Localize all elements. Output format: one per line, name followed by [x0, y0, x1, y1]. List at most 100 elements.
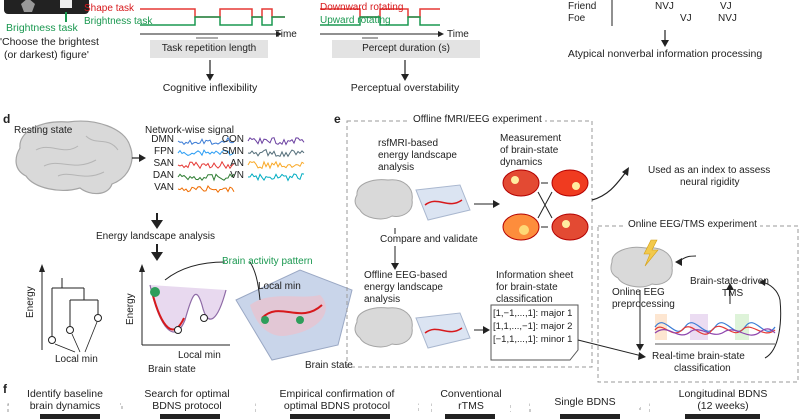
signal-trace-con	[247, 136, 305, 146]
step-2-line-1: Search for optimal	[144, 388, 230, 400]
arrow-e1-head-icon	[493, 200, 500, 208]
pattern-label: Brain activity pattern	[222, 256, 313, 267]
tms-1: Brain-state-driven	[690, 276, 769, 287]
arrow-d3-head-icon	[151, 252, 163, 261]
arrow-loop	[761, 281, 782, 359]
task-desc-1: 'Choose the brightest	[0, 36, 99, 48]
energy-curve-highlight	[151, 291, 185, 331]
sheet-2: [1,1,...,−1]: major 2	[493, 321, 573, 332]
info-sheet	[490, 304, 579, 361]
perceptual-label: Perceptual overstability	[350, 82, 460, 94]
step-2-line-2: BDNS protocol	[132, 400, 242, 413]
task-label: Brightness task	[6, 22, 78, 34]
bright-square-icon	[60, 0, 72, 8]
signal-label: Network-wise signal	[145, 125, 234, 136]
task-desc-2: (or darkest) figure'	[4, 49, 89, 61]
step-4-line-1: Conventional	[440, 388, 502, 400]
bar-chip	[445, 414, 495, 419]
sheet-3: [−1,1,...,1]: minor 1	[493, 334, 573, 345]
step-3-line-2: optimal BDNS protocol	[256, 400, 418, 413]
heat-spot	[562, 220, 570, 228]
friend-v2: VJ	[720, 1, 732, 12]
heat-brain	[551, 169, 589, 197]
energy-label: Energy	[25, 286, 36, 318]
rsfmri-2: energy landscape	[378, 150, 457, 161]
shape-trace	[140, 8, 285, 18]
pattern-arrow	[249, 261, 261, 301]
arrow-up-head-icon	[726, 283, 734, 290]
repetition-box	[150, 40, 268, 58]
up-trace	[320, 16, 440, 26]
rsfmri-1: rsfMRI-based	[378, 138, 439, 149]
ball-icon	[296, 316, 304, 324]
minimum-marker	[200, 314, 208, 322]
local-min-label-3: Local min	[258, 281, 301, 292]
leaf-node	[48, 336, 56, 344]
network-label-an: AN	[230, 158, 244, 169]
time-arrow-2-icon	[438, 31, 444, 37]
pointer-line	[84, 321, 98, 353]
local-min-label-2: Local min	[178, 350, 221, 361]
info-3: classification	[496, 294, 553, 305]
meas-2: of brain-state	[500, 145, 559, 156]
energy-axis-head-icon	[39, 264, 45, 272]
step-5-line-1: Single BDNS	[530, 396, 640, 409]
brain-eeg	[354, 307, 413, 348]
energy-curve	[149, 284, 227, 333]
arrow-index-head-icon	[622, 167, 629, 176]
network-signals	[177, 136, 305, 194]
bar-chip	[685, 414, 760, 419]
panel-d-letter: d	[3, 112, 11, 126]
step-6-line-2: (12 weeks)	[650, 400, 796, 413]
index-2: neural rigidity	[680, 177, 740, 188]
bar-chip	[290, 414, 390, 419]
arrow-sheet-head-icon	[638, 352, 646, 360]
foe-v1: VJ	[680, 13, 692, 24]
arrow-compare-head-icon	[391, 263, 399, 270]
sheet-1: [1,−1,...,1]: major 1	[493, 308, 573, 319]
online-eeg-2: preprocessing	[612, 299, 675, 310]
landscape-thumb-path-2	[424, 327, 463, 334]
time-arrow-icon	[276, 31, 282, 37]
arrow-loop-head-icon	[759, 279, 766, 286]
brain-gyri	[35, 135, 119, 177]
heat-spot	[572, 182, 580, 190]
landscape-path	[261, 304, 323, 319]
resting-label: Resting state	[14, 125, 73, 136]
leaf-node	[66, 326, 74, 334]
pointer-line	[54, 343, 76, 353]
signal-trace-dmn	[177, 136, 235, 146]
panel-e-letter: e	[334, 112, 341, 126]
network-label-dmn: DMN	[151, 134, 174, 145]
ball-icon	[150, 287, 160, 297]
down-trace	[320, 8, 440, 18]
pentagon-icon	[21, 0, 35, 12]
time-label: Time	[275, 29, 297, 40]
foe-label: Foe	[568, 13, 586, 24]
bar-chip	[160, 414, 220, 419]
brain-resting	[15, 120, 133, 195]
shape-task-label: Shape task	[84, 3, 135, 14]
index-1: Used as an index to assess	[648, 165, 771, 176]
rsfmri-3: analysis	[378, 162, 415, 173]
signal-trace-vn	[247, 173, 305, 182]
step-3-line-1: Empirical confirmation of	[279, 388, 395, 400]
info-1: Information sheet	[496, 270, 574, 281]
cognitive-label: Cognitive inflexibility	[162, 82, 258, 94]
network-label-fpn: FPN	[154, 146, 174, 157]
network-label-dan: DAN	[152, 170, 174, 181]
brightness-trace	[140, 16, 285, 26]
energy-axis-2-head-icon	[139, 264, 145, 272]
arrow-index	[591, 171, 627, 201]
time-label-2: Time	[447, 29, 469, 40]
arrow-tms-head-icon	[675, 258, 682, 266]
arrow-e2-head-icon	[483, 326, 490, 334]
heat-spot	[511, 176, 519, 184]
friend-label: Friend	[568, 1, 597, 12]
pattern-arrow	[164, 261, 226, 281]
brain-state-label: Brain state	[148, 364, 196, 375]
arrow-p-head-icon	[401, 74, 409, 81]
eeg-waves	[654, 314, 776, 345]
landscape-basin	[250, 295, 326, 336]
ball-icon	[261, 316, 269, 324]
